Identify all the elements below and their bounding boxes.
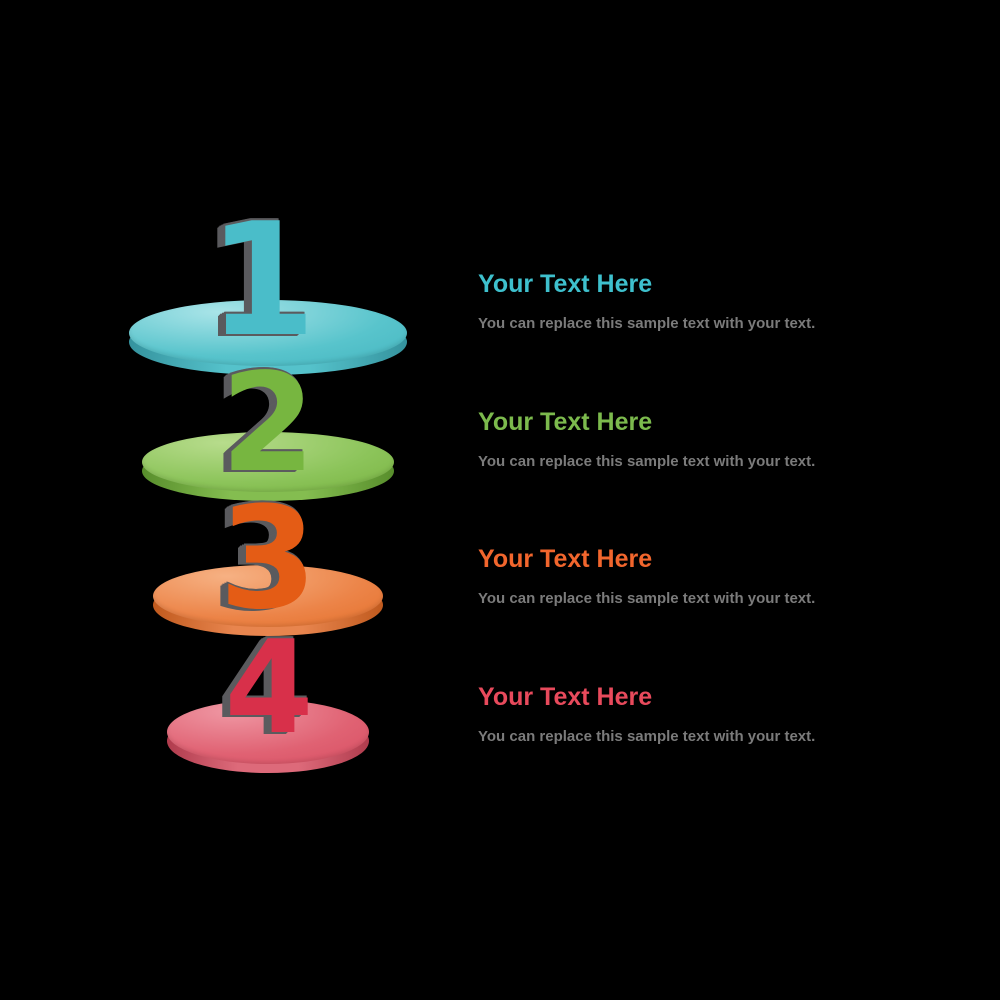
step-number-3: 3 — [218, 477, 318, 641]
step-disc-1 — [129, 300, 407, 375]
disc-top — [129, 300, 407, 366]
disc-top — [142, 432, 394, 492]
disc-top — [167, 700, 369, 764]
step-number-2: 2 — [220, 345, 316, 503]
step-body-3: You can replace this sample text with yo… — [478, 590, 816, 607]
step-disc-4 — [167, 700, 369, 773]
step-textblock-1: Your Text Here You can replace this samp… — [478, 269, 958, 333]
step-textblock-2: Your Text Here You can replace this samp… — [478, 407, 958, 471]
step-disc-2 — [142, 432, 394, 501]
step-number-1: 1 — [207, 189, 317, 371]
step-number-4: 4 — [224, 614, 314, 763]
step-heading-2: Your Text Here — [478, 408, 653, 436]
step-textblock-3: Your Text Here You can replace this samp… — [478, 544, 958, 608]
step-body-2: You can replace this sample text with yo… — [478, 453, 816, 470]
step-heading-4: Your Text Here — [478, 683, 653, 711]
step-heading-1: Your Text Here — [478, 270, 653, 298]
step-disc-3 — [153, 565, 383, 636]
step-textblock-4: Your Text Here You can replace this samp… — [478, 682, 958, 746]
step-heading-3: Your Text Here — [478, 545, 653, 573]
step-body-1: You can replace this sample text with yo… — [478, 315, 816, 332]
step-body-4: You can replace this sample text with yo… — [478, 728, 816, 745]
disc-top — [153, 565, 383, 627]
